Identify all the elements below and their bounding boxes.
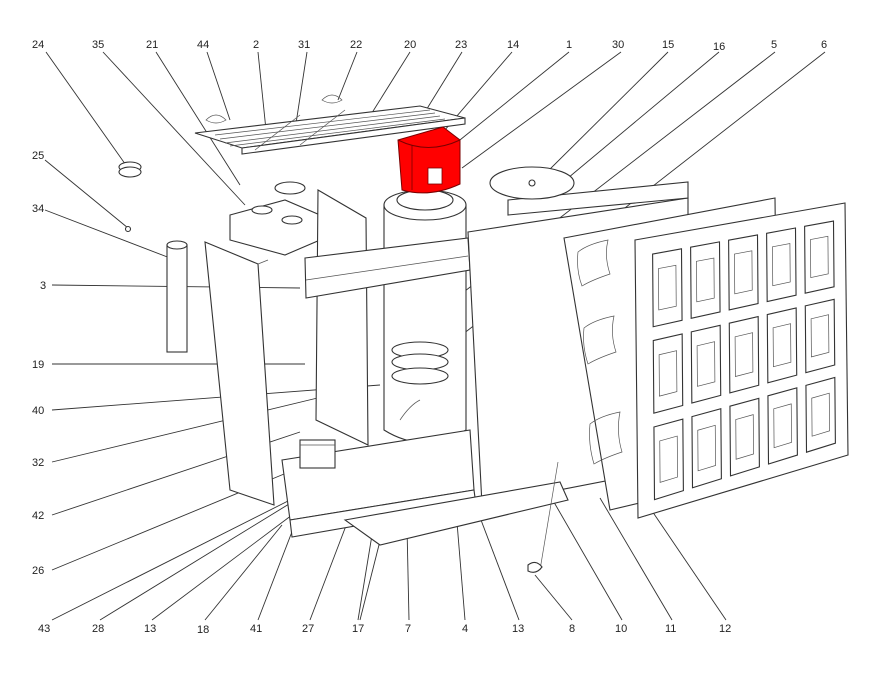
part-label-13-right: 13 xyxy=(512,623,524,635)
part-label-4: 4 xyxy=(462,623,468,635)
door-panel-inner xyxy=(772,243,791,287)
door-panel-inner xyxy=(659,435,678,483)
part-label-3: 3 xyxy=(40,280,46,292)
door-panel-recess xyxy=(652,248,683,328)
part-label-2: 2 xyxy=(253,39,259,51)
part-label-12: 12 xyxy=(719,623,731,635)
door-panel-recess xyxy=(766,227,797,303)
door-panel-recess xyxy=(690,324,722,404)
part-label-23: 23 xyxy=(455,39,467,51)
part-label-17: 17 xyxy=(352,623,364,635)
door-panel-recess xyxy=(653,418,684,501)
door-panel-inner xyxy=(696,257,715,303)
small-screw xyxy=(124,225,132,233)
part-label-13: 13 xyxy=(144,623,156,635)
door-panel-inner xyxy=(772,323,792,368)
door-panel-recess xyxy=(690,241,721,320)
door-panel-inner xyxy=(810,314,830,358)
bottom-panel xyxy=(343,481,569,546)
part-label-8: 8 xyxy=(569,623,575,635)
lid-cap xyxy=(118,161,142,178)
part-label-16: 16 xyxy=(713,41,725,53)
part-label-21: 21 xyxy=(146,39,158,51)
part-label-15: 15 xyxy=(662,39,674,51)
door-panel-inner xyxy=(811,392,830,437)
part-label-18: 18 xyxy=(197,624,209,636)
part-label-26: 26 xyxy=(32,565,44,577)
door-panel-recess xyxy=(729,397,760,477)
highlighted-part-sleeve xyxy=(397,126,461,194)
part-label-31: 31 xyxy=(298,39,310,51)
part-label-7: 7 xyxy=(405,623,411,635)
door-panel-recess xyxy=(728,234,759,311)
grate-clips xyxy=(205,94,343,124)
part-label-25: 25 xyxy=(32,150,44,162)
door-panel-recess xyxy=(804,298,836,374)
part-label-30: 30 xyxy=(612,39,624,51)
door-panel-recess xyxy=(767,387,798,465)
door-panel-recess xyxy=(652,333,684,414)
door-panel-inner xyxy=(658,350,678,397)
part-label-42: 42 xyxy=(32,510,44,522)
door-panel-recess xyxy=(805,376,836,453)
top-disc xyxy=(489,166,575,200)
flue-pipe xyxy=(166,240,188,353)
top-grate xyxy=(194,105,466,155)
part-label-32: 32 xyxy=(32,457,44,469)
part-label-14: 14 xyxy=(507,39,519,51)
door-panel-inner xyxy=(735,414,754,460)
part-label-40: 40 xyxy=(32,405,44,417)
burner-box xyxy=(229,181,321,256)
part-label-5: 5 xyxy=(771,39,777,51)
door-panel-inner xyxy=(697,424,716,472)
door-panel-recess xyxy=(804,220,835,294)
door-panel-inner xyxy=(734,250,753,295)
door-panel-inner xyxy=(734,332,754,377)
part-label-44: 44 xyxy=(197,39,209,51)
door-panel-recess xyxy=(766,307,798,384)
part-label-28: 28 xyxy=(92,623,104,635)
part-label-34: 34 xyxy=(32,203,44,215)
part-label-6: 6 xyxy=(821,39,827,51)
boiler-tank xyxy=(383,189,467,444)
part-label-41: 41 xyxy=(250,623,262,635)
part-label-35: 35 xyxy=(92,39,104,51)
door-panel-inner xyxy=(773,403,792,449)
door-outer xyxy=(634,202,849,519)
part-label-11: 11 xyxy=(665,623,676,635)
door-panel-inner xyxy=(658,264,677,311)
part-labels: 24 35 21 44 2 31 22 20 23 14 1 30 15 16 … xyxy=(32,39,827,636)
door-panel-recess xyxy=(728,315,760,394)
part-label-24: 24 xyxy=(32,39,44,51)
door-panel-recess xyxy=(691,407,722,489)
part-label-1: 1 xyxy=(566,39,572,51)
left-side-panel xyxy=(204,241,275,506)
baffle-panel xyxy=(315,189,369,446)
door-handle xyxy=(527,461,559,573)
part-label-20: 20 xyxy=(404,39,416,51)
part-label-27: 27 xyxy=(302,623,314,635)
part-label-19: 19 xyxy=(32,359,44,371)
part-label-43: 43 xyxy=(38,623,50,635)
door-panel-inner xyxy=(810,235,829,279)
part-label-10: 10 xyxy=(615,623,627,635)
door-panel-inner xyxy=(696,341,716,387)
part-label-22: 22 xyxy=(350,39,362,51)
